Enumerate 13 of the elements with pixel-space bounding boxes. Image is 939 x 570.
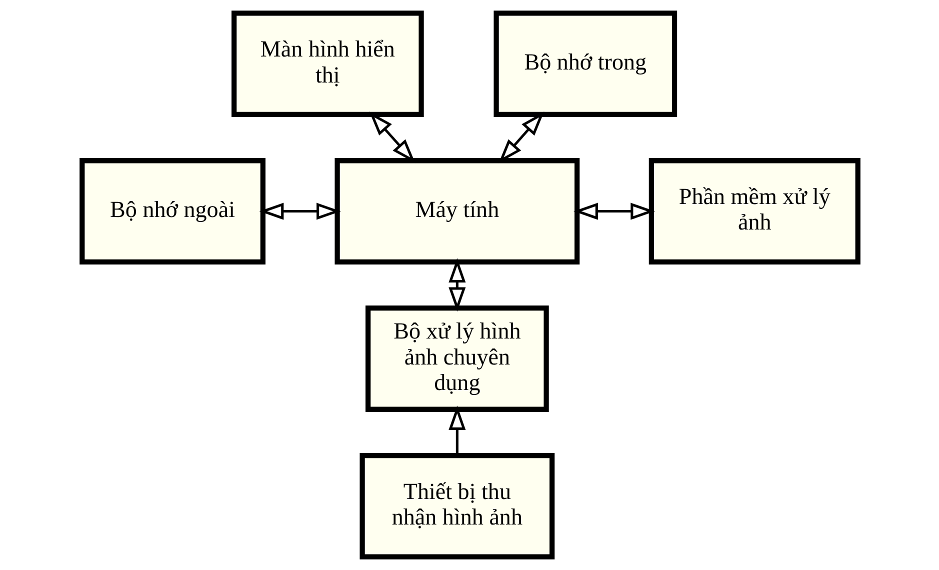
node-box: Bộ xử lý hình ảnh chuyên dụng	[365, 306, 548, 412]
node-box: Bộ nhớ trong	[493, 10, 677, 118]
node-box: Thiết bị thu nhận hình ảnh	[359, 452, 554, 560]
node-box: Máy tính	[334, 158, 580, 264]
arrow	[573, 202, 655, 220]
node-box: Bộ nhớ ngoài	[79, 158, 265, 264]
arrow	[368, 112, 415, 164]
node-box: Phần mềm xử lý ảnh	[648, 158, 860, 264]
arrow	[448, 406, 466, 456]
arrow	[258, 202, 340, 220]
arrow	[448, 258, 466, 312]
arrow	[498, 112, 544, 164]
node-box: Màn hình hiển thị	[231, 10, 424, 118]
